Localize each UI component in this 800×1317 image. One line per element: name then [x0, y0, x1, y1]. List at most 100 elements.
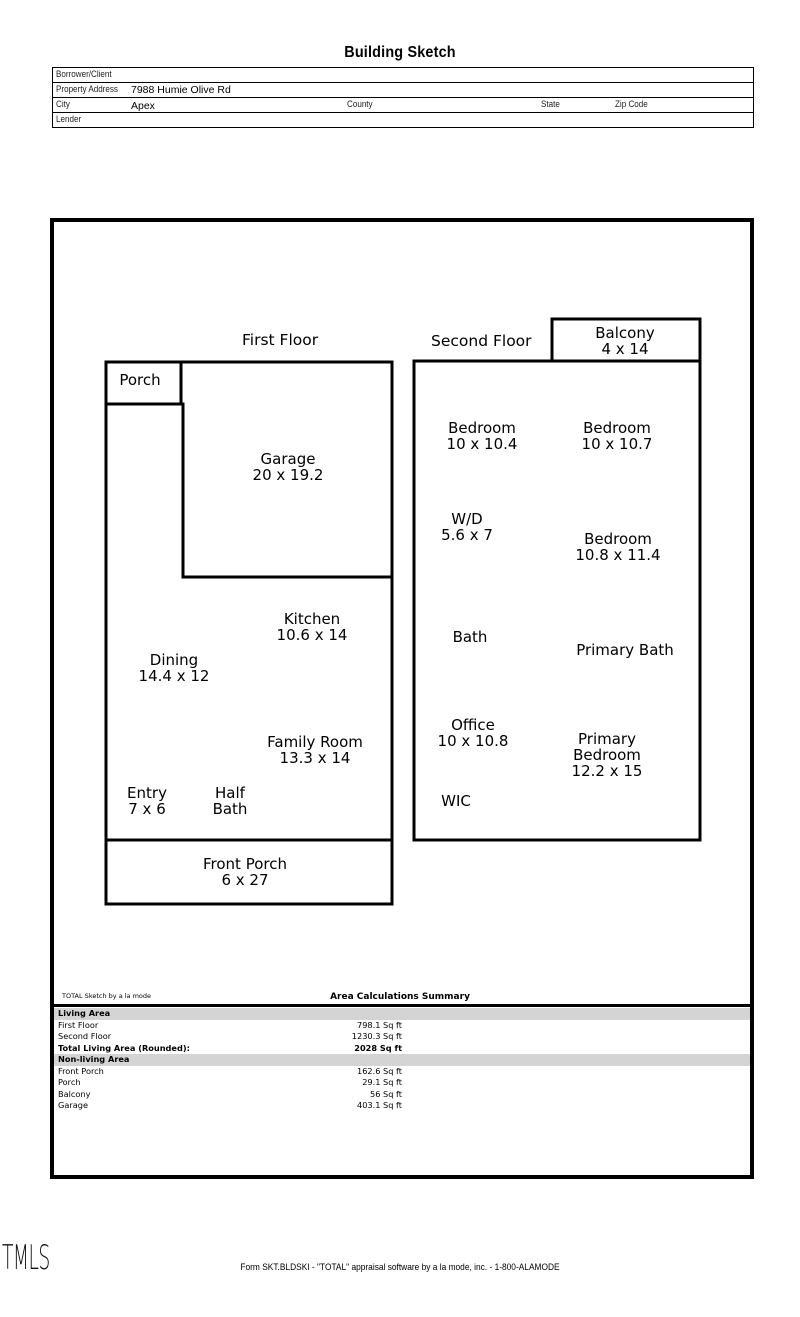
room-dims: 7 x 6	[128, 800, 166, 818]
borrower-row: Borrower/Client	[53, 68, 753, 83]
room-wic: WIC	[441, 793, 471, 809]
zip-label: Zip Code	[615, 99, 648, 110]
room-dining: Dining 14.4 x 12	[139, 652, 210, 684]
room-family-room: Family Room 13.3 x 14	[267, 734, 363, 766]
room-balcony: Balcony 4 x 14	[595, 325, 654, 357]
area-summary-table: Living Area First Floor 798.1 Sq ft Seco…	[54, 1008, 750, 1112]
row-name: Balcony	[58, 1088, 91, 1099]
room-dims: 4 x 14	[601, 340, 649, 358]
room-bedroom-3: Bedroom 10.8 x 11.4	[575, 531, 660, 563]
row-area: 1230.3 Sq ft	[351, 1031, 402, 1041]
row-name: Second Floor	[58, 1031, 112, 1041]
room-name-line2: Bath	[212, 800, 248, 818]
room-name: Bedroom	[448, 419, 516, 437]
row-area: 798.1 Sq ft	[357, 1019, 402, 1030]
room-name-line2: Bedroom	[573, 746, 641, 764]
room-dims: 12.2 x 15	[571, 762, 643, 780]
room-porch: Porch	[119, 372, 160, 388]
room-name: Bedroom	[583, 419, 651, 437]
room-kitchen: Kitchen 10.6 x 14	[277, 611, 348, 643]
room-dims: 10 x 10.7	[581, 435, 653, 453]
balcony-outline	[550, 317, 702, 363]
city-value: Apex	[131, 100, 155, 112]
room-name: Bedroom	[584, 530, 652, 548]
room-name: Family Room	[267, 733, 363, 751]
row-area: 29.1 Sq ft	[362, 1077, 402, 1087]
first-floor-label: First Floor	[242, 331, 319, 349]
room-name: Dining	[149, 651, 199, 669]
address-row: Property Address 7988 Humie Olive Rd	[53, 83, 753, 98]
lender-label: Lender	[56, 114, 82, 125]
header-info-table: Borrower/Client Property Address 7988 Hu…	[52, 67, 754, 128]
summary-title: Area Calculations Summary	[330, 992, 470, 1002]
room-dims: 14.4 x 12	[138, 667, 210, 685]
room-name: Kitchen	[283, 610, 341, 628]
room-name: Half	[215, 784, 245, 802]
room-primary-bedroom: Primary Bedroom 12.2 x 15	[572, 731, 643, 779]
county-label: County	[347, 99, 373, 110]
room-dims: 13.3 x 14	[279, 749, 351, 767]
sketch-frame	[50, 218, 754, 1179]
summary-divider	[54, 1004, 752, 1007]
room-bedroom-1: Bedroom 10 x 10.4	[447, 420, 518, 452]
room-dims: 10.8 x 11.4	[575, 546, 661, 564]
room-entry: Entry 7 x 6	[127, 785, 167, 817]
room-name: Front Porch	[203, 855, 287, 873]
row-area: 162.6 Sq ft	[357, 1065, 402, 1076]
row-name: Non-living Area	[58, 1054, 130, 1064]
summary-section-living: Living Area	[54, 1008, 750, 1020]
room-name: Garage	[260, 450, 316, 468]
summary-row: Balcony 56 Sq ft	[54, 1089, 750, 1101]
room-bedroom-2: Bedroom 10 x 10.7	[582, 420, 653, 452]
room-office: Office 10 x 10.8	[438, 717, 509, 749]
address-label: Property Address	[56, 84, 118, 95]
summary-section-nonliving: Non-living Area	[54, 1054, 750, 1066]
room-dims: 6 x 27	[221, 871, 269, 889]
front-porch-outline	[104, 838, 394, 906]
row-name: Total Living Area (Rounded):	[58, 1042, 190, 1053]
document-title: Building Sketch	[344, 44, 456, 61]
room-garage: Garage 20 x 19.2	[253, 451, 324, 483]
row-name: Front Porch	[58, 1065, 104, 1076]
room-name: Balcony	[595, 324, 655, 342]
room-name: Primary Bath	[576, 641, 674, 659]
row-name: Porch	[58, 1077, 81, 1087]
sketch-credit: TOTAL Sketch by a la mode	[62, 992, 152, 1000]
room-name: W/D	[451, 510, 483, 528]
first-floor-outline	[104, 360, 394, 842]
row-area: 2028 Sq ft	[354, 1042, 402, 1053]
summary-row: Porch 29.1 Sq ft	[54, 1077, 750, 1089]
room-name: Porch	[119, 371, 161, 389]
room-dims: 20 x 19.2	[252, 466, 324, 484]
lender-row: Lender	[53, 113, 753, 127]
summary-row-total: Total Living Area (Rounded): 2028 Sq ft	[54, 1043, 750, 1055]
room-name: Entry	[127, 784, 167, 802]
row-name: First Floor	[58, 1019, 99, 1030]
room-half-bath: Half Bath	[213, 785, 248, 817]
room-name: WIC	[441, 792, 471, 810]
form-footer: Form SKT.BLDSKI - "TOTAL" appraisal soft…	[240, 1262, 560, 1273]
address-value: 7988 Humie Olive Rd	[131, 84, 231, 96]
borrower-label: Borrower/Client	[56, 69, 112, 80]
room-bath: Bath	[453, 629, 488, 645]
summary-row: Second Floor 1230.3 Sq ft	[54, 1031, 750, 1043]
room-front-porch: Front Porch 6 x 27	[203, 856, 287, 888]
room-dims: 10 x 10.4	[446, 435, 518, 453]
row-area: 403.1 Sq ft	[357, 1100, 402, 1110]
second-floor-label: Second Floor	[431, 332, 532, 350]
logo-text: TMLS	[2, 1238, 50, 1278]
room-dims: 10.6 x 14	[276, 626, 348, 644]
summary-row: Front Porch 162.6 Sq ft	[54, 1066, 750, 1078]
room-name: Office	[451, 716, 495, 734]
room-wd: W/D 5.6 x 7	[441, 511, 493, 543]
city-row: City Apex County State Zip Code	[53, 98, 753, 113]
row-name: Living Area	[58, 1008, 111, 1018]
summary-row: First Floor 798.1 Sq ft	[54, 1020, 750, 1032]
room-dims: 10 x 10.8	[437, 732, 509, 750]
room-name: Bath	[452, 628, 488, 646]
room-primary-bath: Primary Bath	[576, 642, 674, 658]
row-name: Garage	[58, 1100, 88, 1110]
state-label: State	[541, 99, 560, 110]
summary-row: Garage 403.1 Sq ft	[54, 1100, 750, 1112]
